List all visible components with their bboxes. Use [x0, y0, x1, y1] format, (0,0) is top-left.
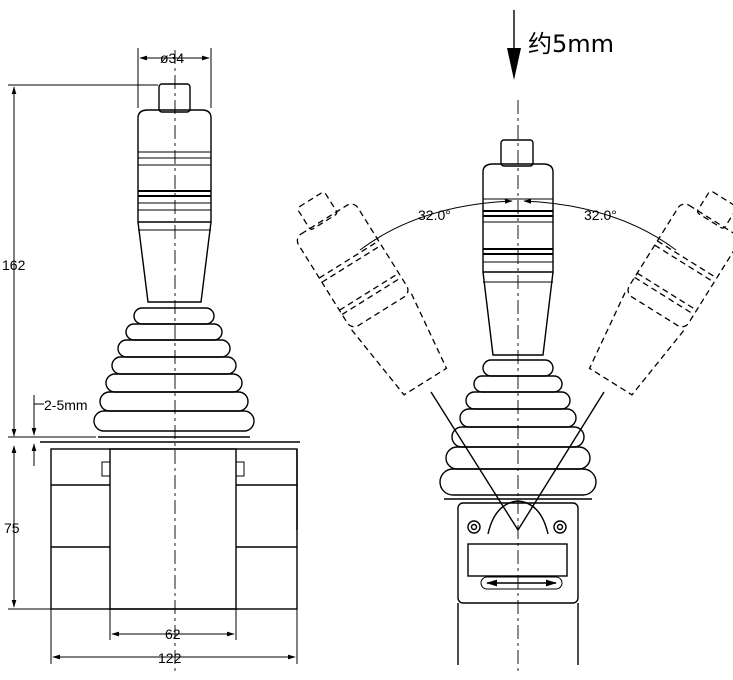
mount-hole-right	[553, 520, 567, 534]
right-view: 约5mm	[296, 10, 733, 672]
press-arrow	[507, 48, 521, 80]
left-knob-top	[158, 83, 191, 113]
base-height-label: 75	[4, 520, 20, 536]
tilted-handle-left	[296, 191, 448, 396]
angle-arc-left	[359, 198, 513, 251]
angle-left-label: 32.0°	[418, 207, 451, 223]
right-boot	[439, 359, 597, 500]
swing-line-right	[517, 391, 605, 531]
gap-label: 2-5mm	[44, 397, 88, 413]
angle-arc-right	[523, 198, 677, 251]
mount-hole-left	[467, 520, 481, 534]
left-handle-body	[137, 109, 212, 223]
left-base	[50, 448, 298, 610]
tilted-handle-right	[588, 190, 733, 396]
press-travel-label: 约5mm	[528, 30, 614, 58]
left-handle-taper	[137, 221, 212, 303]
right-handle-body	[482, 163, 554, 273]
left-body-outline	[109, 448, 237, 610]
right-base-lower	[457, 603, 579, 665]
flange-width-label: 122	[158, 650, 182, 666]
right-base-upper	[457, 502, 579, 604]
right-knob-top	[500, 139, 534, 167]
left-flange-outline	[50, 448, 298, 610]
right-base	[457, 500, 579, 665]
right-handle-taper	[482, 271, 554, 356]
angle-right-label: 32.0°	[584, 207, 617, 223]
height-total-label: 162	[2, 257, 26, 273]
body-width-label: 62	[165, 626, 181, 642]
diameter-label: ø34	[160, 50, 184, 66]
left-dimensions: ø34 162 2-5mm 75 62 122	[2, 48, 298, 666]
swing-line-left	[430, 391, 519, 531]
left-view: ø34 162 2-5mm 75 62 122	[2, 48, 300, 672]
left-boot	[40, 307, 300, 443]
right-label-plate	[467, 543, 568, 577]
